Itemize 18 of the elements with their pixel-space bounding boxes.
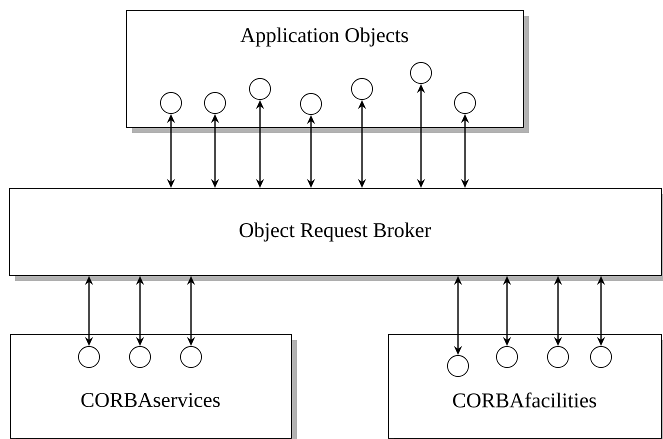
interface-circle xyxy=(129,346,151,368)
interface-circle xyxy=(590,346,612,368)
component-box: Object Request Broker xyxy=(9,188,663,281)
interface-circle xyxy=(410,62,432,84)
component-box: CORBAfacilities xyxy=(388,334,663,439)
interface-circle xyxy=(447,355,469,377)
interface-circle xyxy=(300,93,322,115)
interface-circle xyxy=(160,92,182,114)
interface-circle xyxy=(547,346,569,368)
interface-circle xyxy=(78,346,100,368)
interface-circle xyxy=(351,78,373,100)
interface-circle xyxy=(496,346,518,368)
interface-circle xyxy=(204,92,226,114)
interface-circle xyxy=(180,346,202,368)
component-box: CORBAservices xyxy=(10,334,297,439)
interface-circle xyxy=(454,92,476,114)
interface-circle xyxy=(249,78,271,100)
component-box: Application Objects xyxy=(126,10,529,133)
